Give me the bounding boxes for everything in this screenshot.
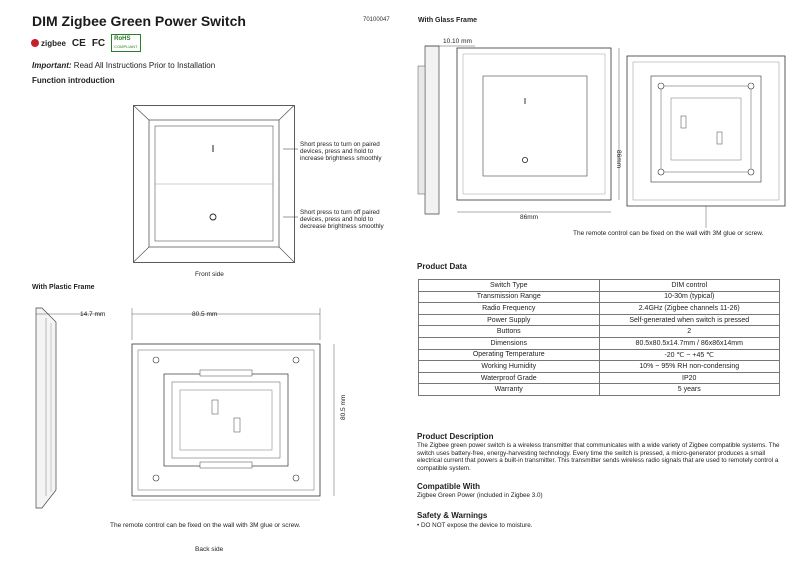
function-intro-heading: Function introduction [32, 76, 115, 85]
back-side-caption: Back side [195, 546, 224, 553]
spec-label: Operating Temperature [418, 348, 600, 362]
glass-height-dim: 86mm [615, 150, 622, 169]
glass-width-dim: 86mm [520, 214, 539, 221]
plastic-width-dim: 80.5 mm [192, 311, 218, 318]
spec-value: 2 [598, 325, 780, 338]
glass-depth-dim: 10.10 mm [443, 38, 472, 45]
spec-value: DIM control [598, 279, 780, 292]
glass-frame-drawing [417, 45, 786, 228]
spec-label: Transmission Range [418, 290, 600, 304]
product-description-text: The Zigbee green power switch is a wirel… [417, 442, 780, 472]
spec-value: -20 ℃ ~ +45 ℃ [598, 348, 780, 362]
zigbee-logo: zigbee [31, 39, 66, 48]
safety-text: • DO NOT expose the device to moisture. [417, 522, 533, 529]
spec-value: 10% ~ 95% RH non-condensing [598, 360, 780, 373]
spec-value: 2.4GHz (Zigbee channels 11-26) [598, 302, 780, 315]
spec-value: IP20 [598, 371, 780, 385]
plastic-frame-heading: With Plastic Frame [32, 284, 95, 291]
plastic-depth-dim: 14.7 mm [80, 311, 106, 318]
spec-label: Dimensions [418, 336, 600, 350]
spec-value: 5 years [598, 383, 780, 396]
important-text: Read All Instructions Prior to Installat… [71, 61, 216, 70]
note-off-line: decrease brightness smoothly [300, 223, 384, 230]
zigbee-text: zigbee [41, 38, 66, 48]
glass-frame-heading: With Glass Frame [418, 17, 478, 24]
plastic-height-dim: 80.5 mm [340, 394, 347, 420]
spec-label: Waterproof Grade [418, 371, 600, 385]
rohs-sub: COMPLIANT [114, 44, 138, 49]
note-on-line: increase brightness smoothly [300, 155, 382, 162]
spec-label: Radio Frequency [418, 302, 600, 315]
spec-label: Warranty [418, 383, 600, 396]
compatible-heading: Compatible With [417, 482, 481, 491]
spec-value: 10-30m (typical) [598, 290, 780, 304]
spec-value: Self-generated when switch is pressed [598, 313, 780, 327]
front-side-caption: Front side [195, 271, 224, 278]
spec-value: 80.5x80.5x14.7mm / 86x86x14mm [598, 336, 780, 350]
product-description-heading: Product Description [417, 432, 494, 441]
spec-label: Buttons [418, 325, 600, 338]
rohs-logo: RoHS COMPLIANT [111, 34, 141, 52]
compatible-text: Zigbee Green Power (included in Zigbee 3… [417, 492, 543, 499]
page-title: DIM Zigbee Green Power Switch [32, 13, 246, 29]
safety-heading: Safety & Warnings [417, 511, 488, 520]
important-notice: Important: Read All Instructions Prior t… [32, 61, 215, 70]
certification-logos: zigbee CE FC RoHS COMPLIANT [31, 34, 141, 52]
rohs-text: RoHS [114, 36, 131, 42]
important-label: Important: [32, 61, 72, 70]
note-off-line: Short press to turn off paired [300, 209, 380, 216]
product-data-heading: Product Data [417, 262, 467, 271]
table-row: Operating Temperature-20 ℃ ~ +45 ℃ [418, 348, 780, 362]
plastic-mount-note: The remote control can be fixed on the w… [110, 522, 301, 529]
note-on-line: devices, press and hold to [300, 148, 374, 155]
product-code: 70100047 [363, 17, 390, 23]
fcc-logo: FC [91, 37, 106, 49]
note-off-line: devices, press and hold to [300, 216, 374, 223]
on-button-note: Short press to turn on paired devices, p… [300, 141, 382, 162]
spec-label: Power Supply [418, 313, 600, 327]
front-side-drawing [133, 105, 298, 263]
spec-label: Working Humidity [418, 360, 600, 373]
glass-mount-note: The remote control can be fixed on the w… [573, 230, 764, 237]
spec-label: Switch Type [418, 279, 600, 292]
zigbee-icon [31, 39, 39, 47]
off-button-note: Short press to turn off paired devices, … [300, 209, 384, 230]
note-on-line: Short press to turn on paired [300, 141, 380, 148]
ce-logo: CE [71, 37, 86, 49]
plastic-frame-drawing [35, 307, 335, 509]
